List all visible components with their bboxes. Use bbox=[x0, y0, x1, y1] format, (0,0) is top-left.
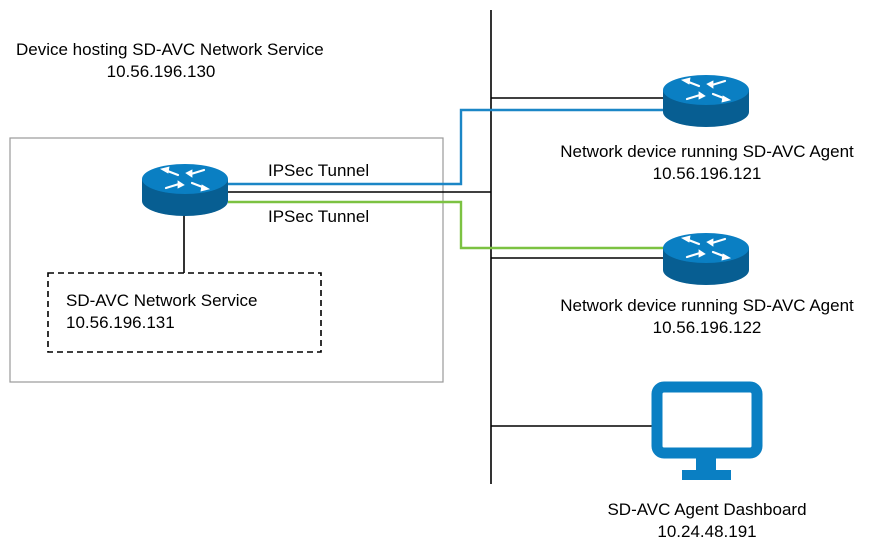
router-icon bbox=[661, 73, 751, 129]
host-ip: 10.56.196.130 bbox=[106, 62, 216, 81]
dashboard-ip: 10.24.48.191 bbox=[657, 522, 757, 541]
agent1-title: Network device running SD-AVC Agent bbox=[560, 142, 854, 161]
monitor-icon bbox=[651, 381, 763, 480]
ipsec-tunnel-2-line bbox=[228, 200, 665, 250]
ipsec-tunnel-1-line bbox=[228, 108, 665, 186]
agent2-ip: 10.56.196.122 bbox=[652, 318, 762, 337]
agent1-ip: 10.56.196.121 bbox=[652, 164, 762, 183]
router-icon bbox=[140, 162, 230, 218]
service-box bbox=[47, 272, 322, 353]
dashboard-title: SD-AVC Agent Dashboard bbox=[607, 500, 807, 519]
host-title: Device hosting SD-AVC Network Service bbox=[16, 40, 324, 59]
router-icon bbox=[661, 231, 751, 287]
ipsec-tunnel-2-label: IPSec Tunnel bbox=[268, 207, 370, 226]
host-device-box bbox=[9, 137, 444, 383]
agent2-title: Network device running SD-AVC Agent bbox=[560, 296, 854, 315]
ipsec-tunnel-1-label: IPSec Tunnel bbox=[268, 161, 370, 180]
service-title: SD-AVC Network Service bbox=[66, 291, 258, 310]
service-ip: 10.56.196.131 bbox=[66, 313, 175, 332]
